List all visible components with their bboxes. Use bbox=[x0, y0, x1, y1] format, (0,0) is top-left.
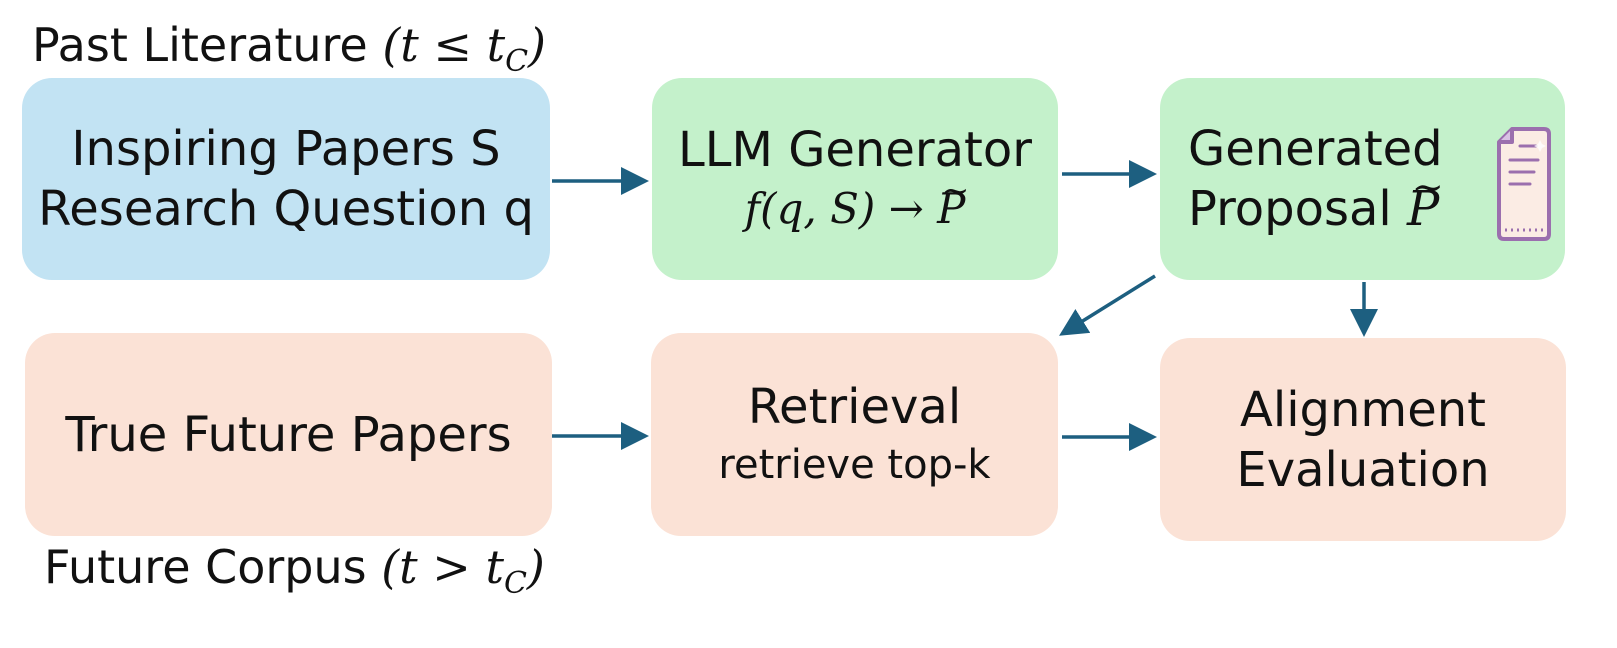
alignment-evaluation-box: Alignment Evaluation bbox=[1160, 338, 1566, 541]
inputs-box: Inspiring Papers S Research Question q bbox=[22, 78, 550, 280]
proposal-label-symbol: P bbox=[1407, 158, 1444, 239]
past-condition-close: ) bbox=[528, 18, 546, 72]
proposal-label-text: Proposal bbox=[1188, 181, 1407, 237]
evaluation-label: Evaluation bbox=[1236, 441, 1490, 498]
llm-generator-title: LLM Generator bbox=[678, 122, 1032, 178]
retrieval-box: Retrieval retrieve top-k bbox=[651, 333, 1058, 536]
retrieval-subtitle: retrieve top-k bbox=[718, 441, 991, 488]
alignment-label: Alignment bbox=[1240, 381, 1486, 438]
generated-label: Generated bbox=[1188, 121, 1443, 177]
future-caption-condition: (t > tC) bbox=[381, 540, 545, 601]
future-condition-subscript: C bbox=[503, 566, 527, 602]
future-caption-text: Future Corpus bbox=[44, 540, 367, 594]
generator-formula-text: f(q, S) → bbox=[744, 184, 938, 233]
arrow-proposal-to-retrieval bbox=[1059, 274, 1156, 336]
generator-formula: f(q, S) → P bbox=[744, 162, 970, 238]
future-condition-close: ) bbox=[526, 540, 545, 594]
document-icon bbox=[1497, 127, 1551, 241]
inspiring-papers-label: Inspiring Papers S bbox=[71, 121, 501, 177]
future-condition-text: (t > t bbox=[381, 540, 504, 594]
llm-generator-box: LLM Generator f(q, S) → P bbox=[652, 78, 1058, 280]
research-question-label: Research Question q bbox=[38, 181, 534, 237]
true-future-papers-label: True Future Papers bbox=[65, 406, 512, 463]
retrieval-title: Retrieval bbox=[747, 378, 962, 435]
past-literature-caption: Past Literature (t ≤ tC) bbox=[32, 18, 546, 79]
past-condition-text: (t ≤ t bbox=[382, 18, 506, 72]
true-future-papers-box: True Future Papers bbox=[25, 333, 552, 536]
future-corpus-caption: Future Corpus (t > tC) bbox=[44, 540, 545, 601]
proposal-label: Proposal P bbox=[1188, 158, 1444, 239]
past-condition-subscript: C bbox=[505, 44, 529, 80]
proposal-symbol: P bbox=[937, 162, 969, 238]
past-caption-text: Past Literature bbox=[32, 18, 368, 72]
past-caption-condition: (t ≤ tC) bbox=[382, 18, 546, 79]
